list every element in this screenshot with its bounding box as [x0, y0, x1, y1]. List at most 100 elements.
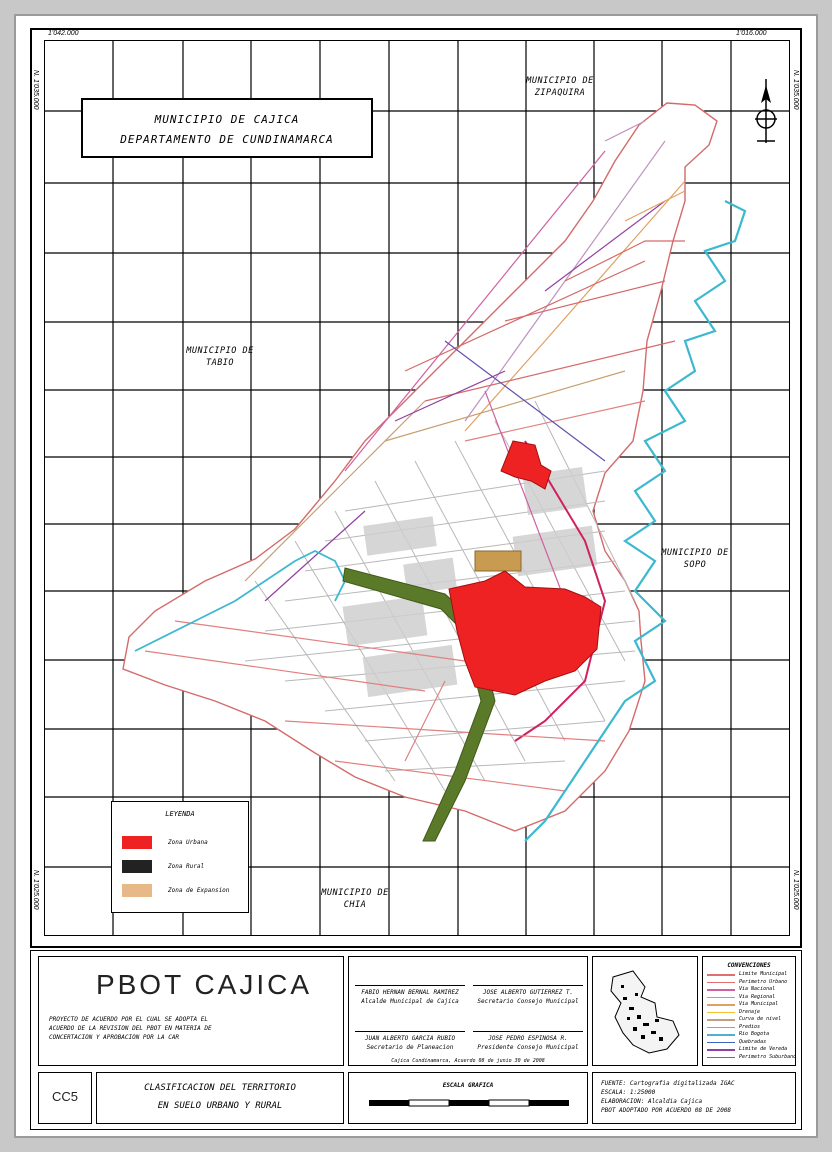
neighbor-label-west: MUNICIPIO DE TABIO — [186, 346, 254, 368]
convention-line — [707, 1041, 735, 1043]
convention-item: Curva de nivel — [707, 1016, 793, 1024]
plan-title-box: CLASIFICACION DEL TERRITORIO EN SUELO UR… — [96, 1072, 344, 1124]
convention-line — [707, 981, 735, 983]
convention-line — [707, 1034, 735, 1036]
neighbor-label-north: MUNICIPIO DE ZIPAQUIRA — [526, 76, 594, 98]
convention-line — [707, 974, 735, 976]
source-notes-box: FUENTE: Cartografia digitalizada IGAC ES… — [592, 1072, 796, 1124]
convention-line — [707, 1049, 735, 1051]
map-legend: LEYENDA Zona Urbana Zona Rural Zona de E… — [111, 801, 249, 913]
map-canvas: MUNICIPIO DE CAJICA DEPARTAMENTO DE CUND… — [44, 40, 790, 936]
convention-line — [707, 1019, 735, 1021]
convention-label: Via Nacional — [739, 986, 776, 992]
plan-title-line2: EN SUELO URBANO Y RURAL — [157, 1101, 283, 1111]
legend-item: Zona Urbana — [122, 836, 242, 850]
convention-item: Via Nacional — [707, 986, 793, 994]
expansion-zone — [474, 550, 522, 572]
convention-label: Via Municipal — [739, 1001, 779, 1007]
signature-block: FABIO HERNAN BERNAL RAMIREZ Alcalde Muni… — [355, 985, 465, 1006]
convention-label: Quebradas — [739, 1038, 767, 1045]
convention-label: Drenaje — [739, 1008, 761, 1015]
legend-swatch-rural — [122, 860, 152, 873]
convention-item: Via Regional — [707, 994, 793, 1002]
project-box: PBOT CAJICA PROYECTO DE ACUERDO POR EL C… — [38, 956, 344, 1066]
description-line: CONCERTACION Y APROBACION POR LA CAR — [49, 1034, 180, 1041]
convention-item: Perimetro Urbano — [707, 979, 793, 987]
signature-role: Presidente Consejo Municipal — [477, 1044, 579, 1051]
description-line: PROYECTO DE ACUERDO POR EL CUAL SE ADOPT… — [49, 1016, 208, 1023]
convention-label: Limite Municipal — [739, 971, 788, 977]
convention-label: Rio Bogota — [739, 1031, 770, 1037]
signature-name: JOSE PEDRO ESPINOSA R. — [488, 1035, 568, 1042]
signature-role: Secretario de Planeacion — [366, 1044, 454, 1051]
signature-block: JOSE PEDRO ESPINOSA R. Presidente Consej… — [473, 1031, 583, 1052]
convention-item: Via Municipal — [707, 1001, 793, 1009]
road-network — [144, 120, 686, 792]
map-frame — [30, 28, 802, 948]
source-line: PBOT ADOPTADO POR ACUERDO 08 DE 2008 — [601, 1107, 732, 1114]
map-title-line1: MUNICIPIO DE CAJICA — [154, 113, 300, 126]
source-notes: FUENTE: Cartografia digitalizada IGAC ES… — [601, 1079, 791, 1115]
municipal-boundary — [122, 102, 718, 832]
urban-zone-north — [500, 440, 552, 490]
convention-item: Limite Municipal — [707, 971, 793, 979]
legend-swatch-expansion — [122, 884, 152, 897]
plan-code-box: CC5 — [38, 1072, 92, 1124]
signature-name: JUAN ALBERTO GARCIA RUBIO — [364, 1035, 456, 1042]
source-line: ESCALA: 1:25000 — [601, 1089, 656, 1096]
signature-role: Secretario Consejo Municipal — [477, 998, 579, 1005]
description-line: ACUERDO DE LA REVISION DEL PBOT EN MATER… — [49, 1025, 212, 1032]
neighbor-label-east: MUNICIPIO DE SOPO — [661, 548, 729, 570]
scale-bar — [369, 1099, 569, 1107]
convention-line — [707, 996, 735, 998]
convention-item: Predios — [707, 1024, 793, 1032]
convention-item: Drenaje — [707, 1009, 793, 1017]
map-drawing — [45, 41, 789, 935]
map-title-line2: DEPARTAMENTO DE CUNDINAMARCA — [120, 133, 334, 146]
urban-zone-main — [448, 570, 602, 696]
conventions-title: CONVENCIONES — [727, 962, 771, 969]
source-line: ELABORACION: Alcaldia Cajica — [601, 1098, 703, 1105]
convention-line — [707, 1004, 735, 1006]
scale-label: ESCALA GRAFICA — [442, 1082, 494, 1089]
date-line: Cajica Cundinamarca, Acuerdo 08 de junio… — [391, 1058, 545, 1064]
locator-map — [610, 970, 680, 1054]
convention-label: Perimetro Suburbano — [739, 1053, 797, 1060]
convention-line — [707, 989, 735, 991]
signatures-box: FABIO HERNAN BERNAL RAMIREZ Alcalde Muni… — [348, 956, 588, 1066]
signature-role: Alcalde Municipal de Cajica — [361, 998, 459, 1005]
legend-swatch-urban — [122, 836, 152, 849]
neighbor-label-south: MUNICIPIO DE CHIA — [321, 888, 389, 910]
project-description: PROYECTO DE ACUERDO POR EL CUAL SE ADOPT… — [49, 1015, 339, 1042]
convention-item: Limite de Vereda — [707, 1046, 793, 1054]
legend-title: LEYENDA — [165, 810, 195, 818]
signature-block: JOSE ALBERTO GUTIERREZ T. Secretario Con… — [473, 985, 583, 1006]
convention-label: Via Regional — [739, 993, 776, 1000]
convention-label: Curva de nivel — [739, 1016, 782, 1022]
convention-label: Predios — [739, 1023, 761, 1030]
legend-item: Zona Rural — [122, 860, 242, 874]
signature-name: JOSE ALBERTO GUTIERREZ T. — [482, 989, 574, 996]
locator-map-box — [592, 956, 698, 1066]
river-west — [134, 549, 347, 652]
convention-item: Perimetro Suburbano — [707, 1053, 797, 1062]
project-title: PBOT CAJICA — [95, 969, 313, 1000]
convention-label: Perimetro Urbano — [739, 978, 788, 985]
side-coordinate-right-top: N. 1'035.000 — [792, 70, 799, 110]
convention-item: Rio Bogota — [707, 1031, 793, 1039]
side-coordinate-left-bottom: N. 1'025.000 — [32, 870, 39, 910]
legend-item: Zona de Expansion — [122, 884, 242, 898]
signature-block: JUAN ALBERTO GARCIA RUBIO Secretario de … — [355, 1031, 465, 1052]
corner-coordinate-top-left: 1'042.000 — [48, 30, 79, 37]
scale-box: ESCALA GRAFICA — [348, 1072, 588, 1124]
map-title-box: MUNICIPIO DE CAJICA DEPARTAMENTO DE CUND… — [81, 98, 373, 158]
convention-line — [707, 1011, 735, 1013]
convention-line — [707, 1056, 735, 1058]
legend-label: Zona de Expansion — [168, 887, 230, 894]
side-coordinate-right-bottom: N. 1'025.000 — [792, 870, 799, 910]
convention-item: Quebradas — [707, 1039, 793, 1047]
legend-label: Zona Urbana — [168, 839, 208, 846]
north-arrow-icon — [751, 77, 781, 147]
signature-name: FABIO HERNAN BERNAL RAMIREZ — [361, 989, 459, 996]
